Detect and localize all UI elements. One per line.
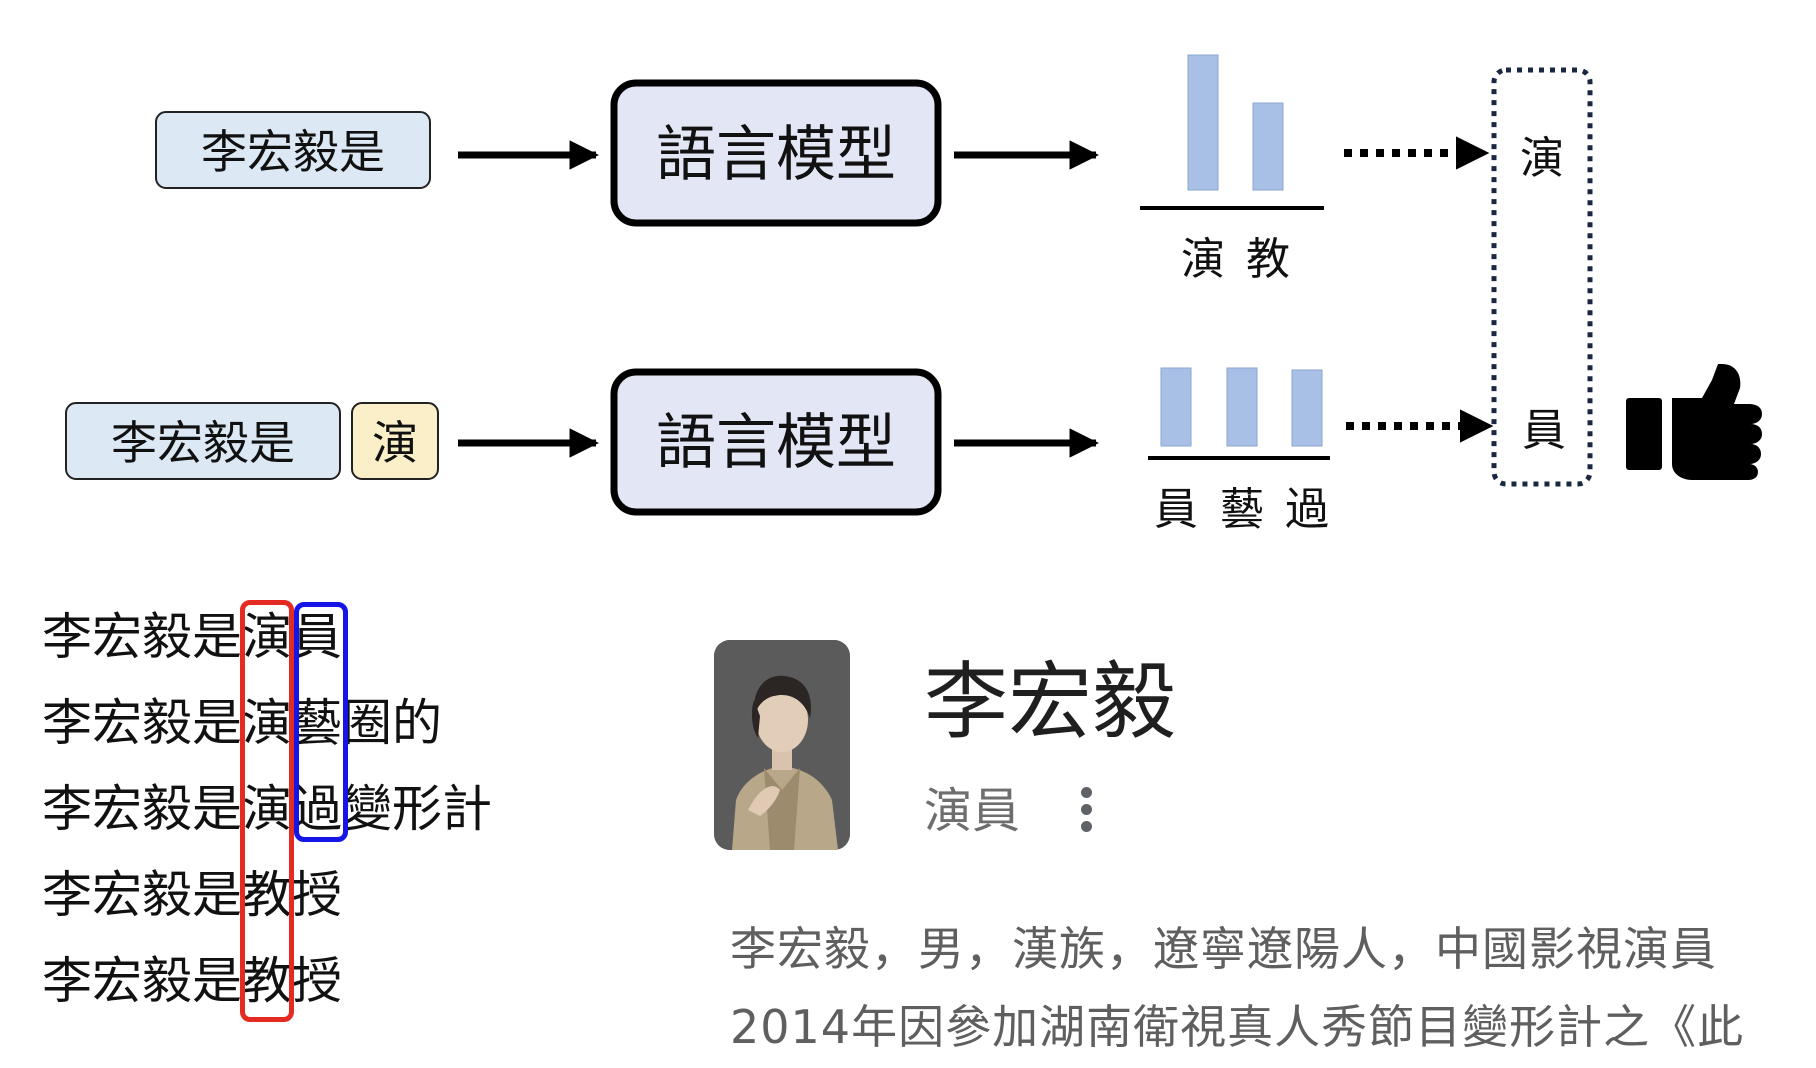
- bottom-appended-token: 演: [372, 416, 418, 470]
- top-model-label: 語言模型: [656, 120, 896, 190]
- bottom-distribution-label-3: 過: [1285, 484, 1329, 535]
- candidate-sentences: 李宏毅是演員 李宏毅是演藝圈的 李宏毅是演過變形計 李宏毅是教授 李宏毅是教授: [42, 600, 522, 1032]
- first-token-highlight: [240, 600, 294, 1022]
- top-model-box: 語言模型: [610, 79, 942, 227]
- bottom-distribution-bar-3: [1291, 369, 1323, 447]
- profile-photo: [714, 640, 850, 850]
- bottom-distribution-bar-2: [1226, 367, 1258, 447]
- bottom-prompt-text: 李宏毅是: [111, 416, 295, 470]
- top-distribution-bar-1: [1187, 54, 1219, 191]
- sentence-3: 李宏毅是演過變形計: [42, 780, 492, 838]
- description-line-1: 李宏毅，男，漢族，遼寧遼陽人，中國影視演員: [730, 922, 1717, 976]
- language-model-diagram: 李宏毅是 語言模型 演教 李宏毅是 演 語言模型 員藝過 演 員: [65, 54, 1762, 535]
- top-prompt-box: 李宏毅是: [155, 111, 431, 189]
- bottom-distribution-label-2: 藝: [1220, 484, 1264, 535]
- bottom-model-box: 語言模型: [610, 368, 942, 516]
- bottom-appended-token-box: 演: [351, 402, 439, 480]
- bottom-distribution-chart: 員藝過: [1154, 367, 1329, 535]
- top-prompt-text: 李宏毅是: [201, 125, 385, 179]
- second-token-highlight: [294, 602, 348, 842]
- top-distribution-label-1: 演: [1181, 234, 1225, 285]
- top-distribution-bar-2: [1252, 102, 1284, 191]
- sentence-4: 李宏毅是教授: [42, 866, 342, 924]
- bottom-distribution-bar-1: [1160, 367, 1192, 447]
- selected-tokens-box: 演 員: [1491, 67, 1593, 487]
- description-line-2: 2014年因參加湖南衛視真人秀節目變形計之《此: [730, 1000, 1745, 1054]
- selected-token-1: 演: [1520, 133, 1564, 184]
- entity-name: 李宏毅: [924, 653, 1177, 751]
- bottom-distribution-label-1: 員: [1154, 484, 1198, 535]
- selected-token-2: 員: [1522, 405, 1566, 456]
- bottom-model-label: 語言模型: [656, 408, 896, 478]
- bottom-prompt-box: 李宏毅是: [65, 402, 341, 480]
- top-distribution-label-2: 教: [1246, 234, 1290, 285]
- knowledge-card: 李宏毅 演員 李宏毅，男，漢族，遼寧遼陽人，中國影視演員 2014年因參加湖南衛…: [714, 640, 1804, 1060]
- top-distribution-chart: 演教: [1181, 54, 1290, 285]
- entity-role: 演員: [924, 783, 1021, 839]
- more-options-icon[interactable]: [1076, 787, 1096, 837]
- thumbs-up-icon: [1626, 364, 1762, 480]
- sentence-5: 李宏毅是教授: [42, 952, 342, 1010]
